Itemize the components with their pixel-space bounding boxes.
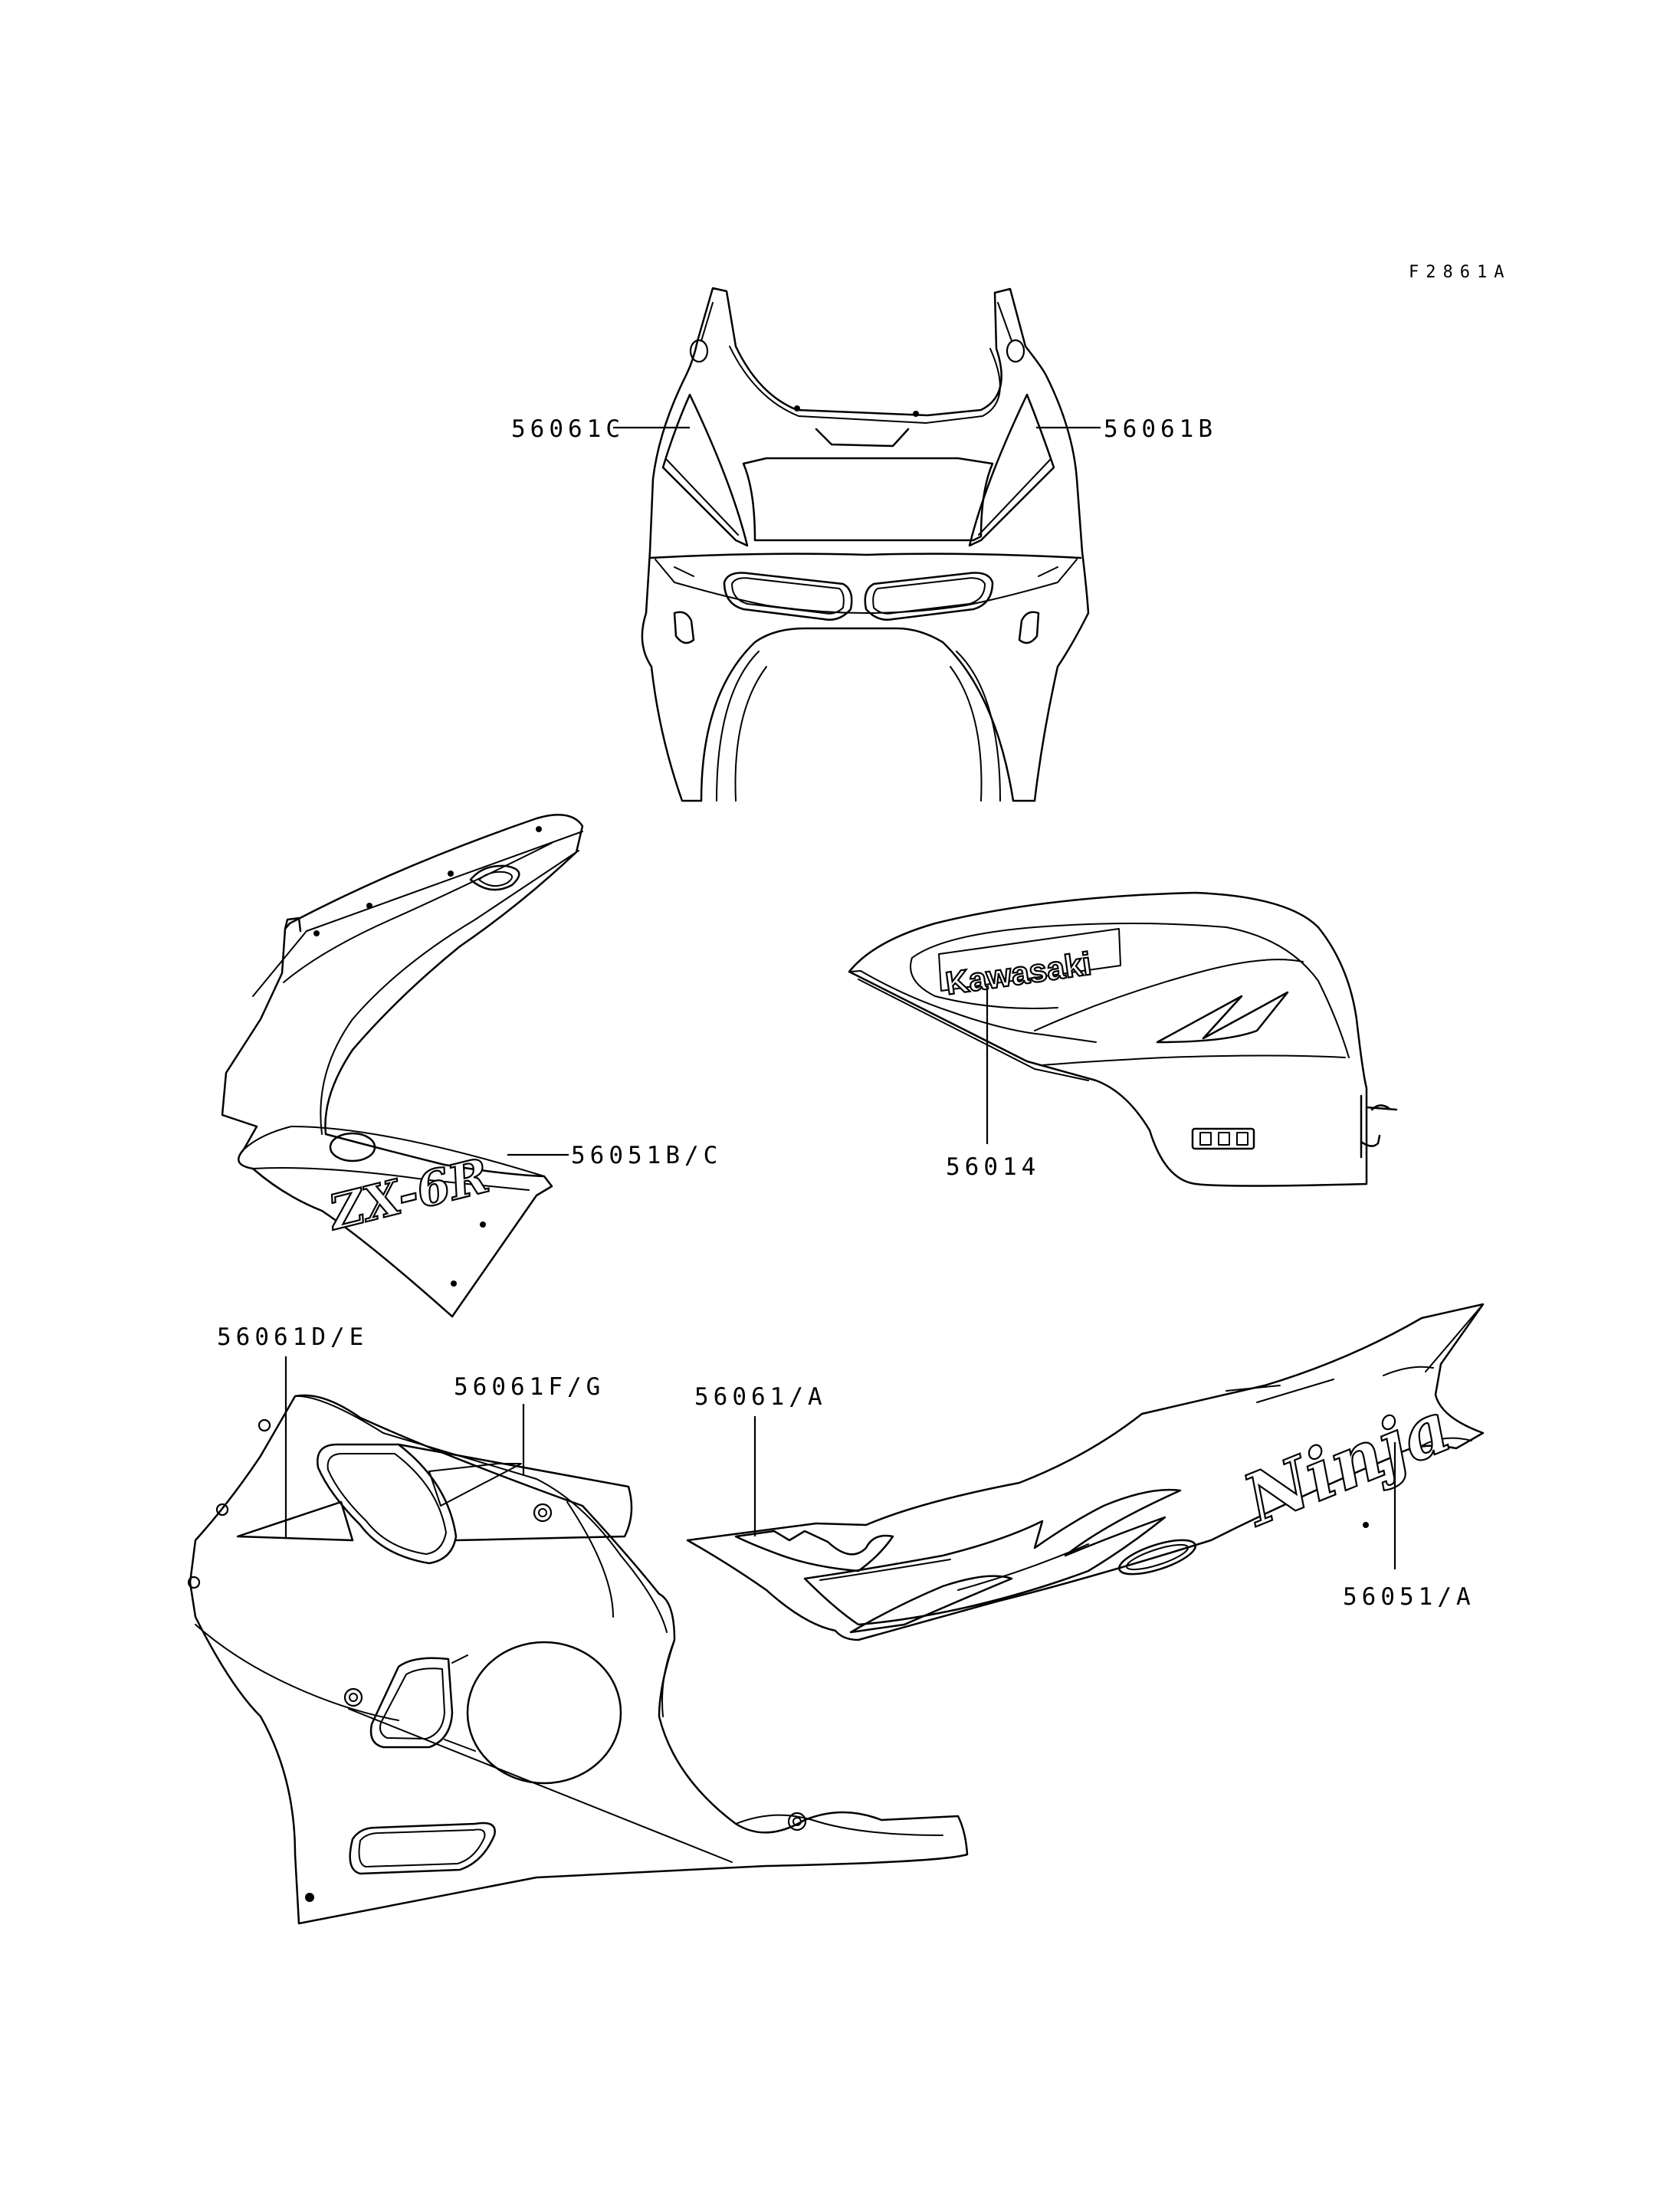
label-56061A: 56061/A [694, 1383, 827, 1411]
label-56061DE: 56061D/E [217, 1323, 368, 1351]
side-cowl: ZX-6R [221, 814, 584, 1318]
lower-cowl [187, 1394, 969, 1925]
upper-cowl [641, 287, 1090, 802]
label-56061C: 56061C [511, 415, 625, 443]
figure-code: F2861A [1409, 263, 1511, 282]
label-56051A: 56051/A [1343, 1583, 1475, 1611]
emblem-kawasaki: Kawasaki [943, 946, 1094, 1002]
emblem-ninja: Ninja [1230, 1385, 1462, 1543]
label-56061FG: 56061F/G [454, 1373, 605, 1401]
label-56061B: 56061B [1104, 415, 1217, 443]
label-56051BC: 56051B/C [571, 1142, 722, 1169]
label-56014: 56014 [946, 1153, 1040, 1181]
fuel-tank: Kawasaki [848, 891, 1398, 1187]
